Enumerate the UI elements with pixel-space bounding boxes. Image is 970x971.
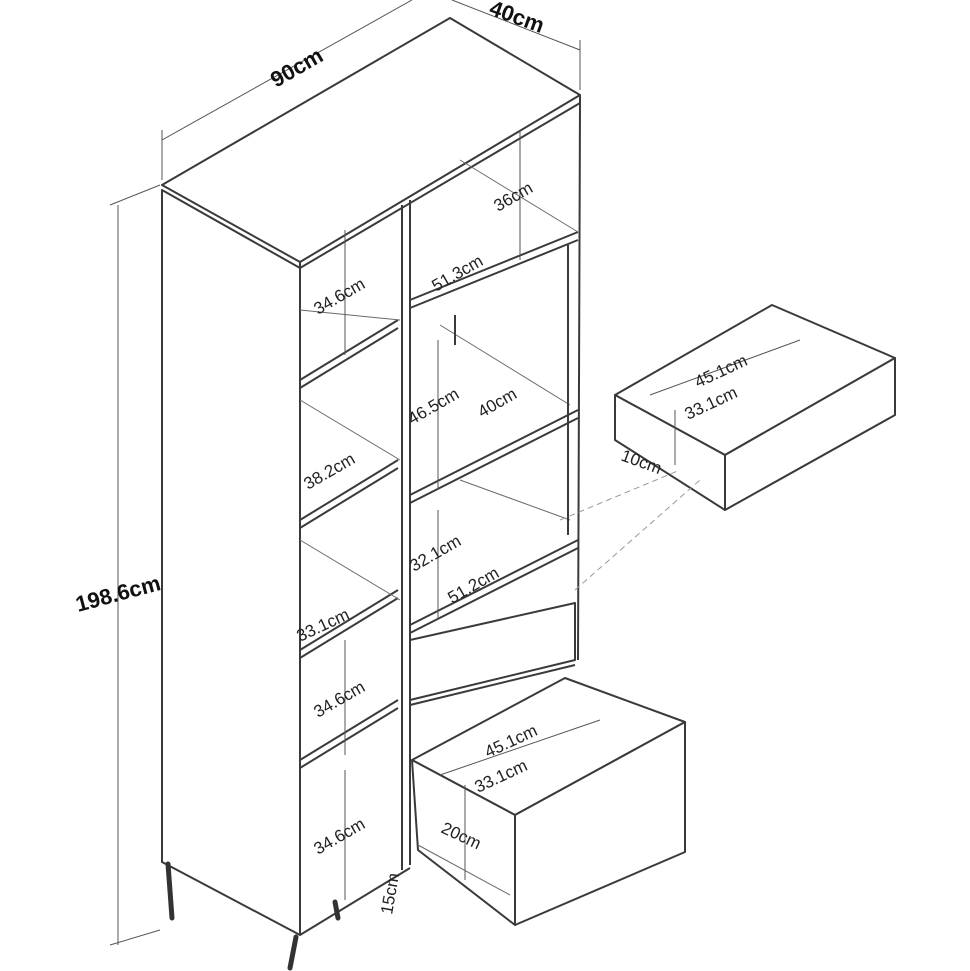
label-left-shelf-3: 34.6cm [311, 677, 369, 721]
inner-dimension-arrows [344, 130, 801, 900]
small-drawer-front [724, 357, 896, 511]
large-drawer [411, 677, 686, 926]
overall-dimension-lines [109, 0, 581, 946]
label-top-shelf-height: 36cm [491, 178, 537, 215]
small-drawer [559, 304, 896, 591]
cabinet [161, 17, 581, 971]
label-leg-height: 15cm [377, 871, 403, 915]
label-lower-shelf-height: 32.1cm [407, 531, 465, 575]
label-left-shelf-1: 34.6cm [311, 274, 369, 318]
label-left-shelf-4: 34.6cm [311, 814, 369, 858]
label-width: 90cm [266, 43, 327, 93]
label-open-shelf-depth: 40cm [475, 384, 521, 421]
label-depth: 40cm [486, 0, 547, 38]
label-open-shelf-height: 46.5cm [405, 384, 463, 428]
label-left-shelf-width: 33.1cm [294, 605, 353, 646]
left-side-panel [161, 189, 301, 936]
drawer-front-closed [409, 602, 576, 701]
large-drawer-front [514, 721, 686, 926]
label-left-shelf-2: 38.2cm [301, 449, 359, 493]
